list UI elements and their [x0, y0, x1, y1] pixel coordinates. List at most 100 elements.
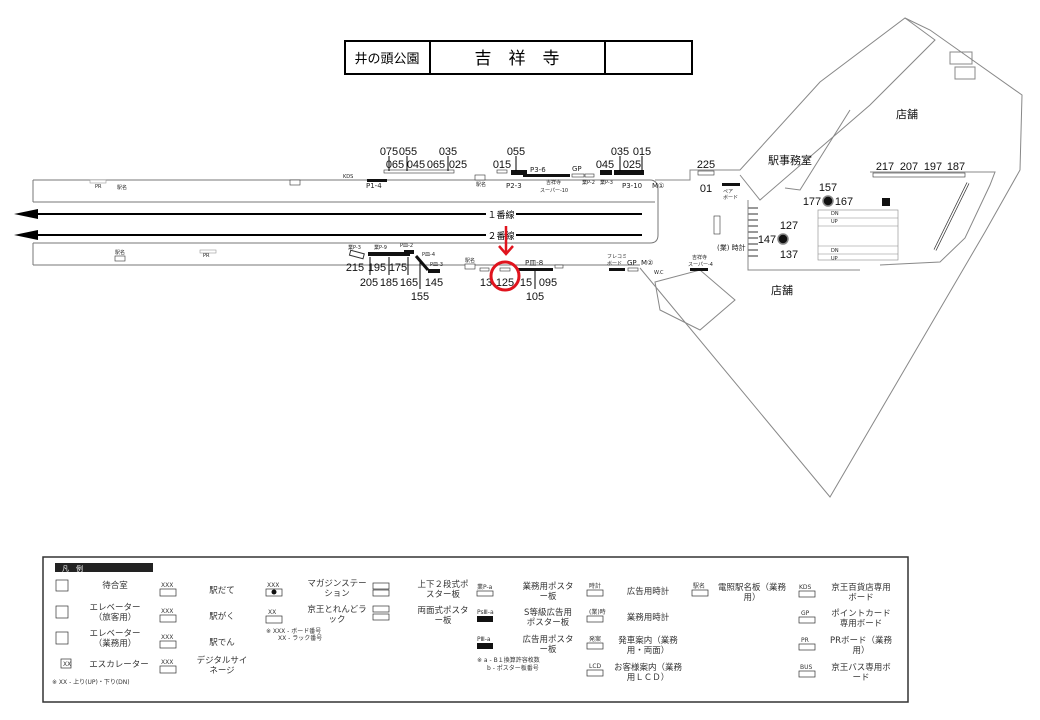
platforms — [32, 179, 659, 266]
legend-note: b - ポスター板番号 — [487, 664, 539, 672]
board-number: 025 — [449, 159, 467, 171]
concourse-outline — [639, 17, 1023, 498]
legend-label: マガジンステーション — [307, 579, 367, 599]
shop-label: 店舗 — [771, 283, 793, 297]
track-2-label: ２番線 — [487, 230, 514, 242]
legend-code: PsⅢ-a — [477, 609, 494, 616]
board-number: 155 — [411, 291, 429, 303]
arrow-left-icon — [14, 209, 38, 219]
legend-code: 発案 — [589, 635, 601, 643]
stairs — [748, 207, 758, 257]
board-label: M① — [652, 182, 664, 190]
board-number: 055 — [507, 146, 525, 158]
red-circle — [489, 260, 521, 292]
board-label: 業P-9 — [374, 244, 387, 251]
board-number: 015 — [493, 159, 511, 171]
legend-code: PⅢ-a — [477, 636, 491, 643]
legend-label: エスカレーター — [89, 660, 149, 670]
legend-code: XX — [63, 661, 71, 668]
board-label: 吉祥寺 — [546, 179, 561, 186]
legend-code: KDS — [799, 584, 812, 591]
board-number: 195 — [368, 262, 386, 274]
legend-code: XXX — [161, 608, 173, 615]
legend-label: デジタルサイネージ — [196, 656, 248, 676]
board-number: 197 — [924, 161, 942, 173]
legend-label: 京王バス専用ボード — [831, 663, 891, 683]
board-number: 15 — [520, 277, 532, 289]
board-label: P皿-4 — [422, 252, 435, 258]
highlight-marker — [489, 226, 521, 292]
legend-label: PRボード（業務用） — [829, 636, 893, 656]
legend-note: XX - ラック番号 — [278, 635, 322, 642]
board-number-highlighted: 125 — [496, 277, 514, 289]
board-label: PR — [95, 184, 102, 190]
board-label: スーパー-4 — [688, 262, 713, 268]
board-number: 065 — [427, 159, 445, 171]
board-number: 065 — [386, 159, 404, 171]
legend-note: ※ XX - 上り(UP)・下り(DN) — [52, 678, 130, 686]
concourse-items: 225 01 217 207 197 187 157 177 167 127 1… — [654, 107, 970, 297]
board-number: 187 — [947, 161, 965, 173]
board-number: 045 — [407, 159, 425, 171]
board-label: 駅名 — [115, 249, 125, 256]
board-label: P皿-3 — [430, 262, 443, 268]
escalator-dn: DN — [831, 248, 839, 254]
legend-label: 発車案内（業務用・両面） — [618, 636, 678, 656]
legend-label: 駅でん — [209, 638, 235, 648]
legend-label: 京王とれんどラック — [307, 605, 367, 625]
legend-label: 駅だて — [209, 586, 235, 596]
board-label: P3-6 — [530, 166, 546, 174]
legend-code: GP — [801, 610, 810, 617]
board-label: M② — [641, 259, 653, 267]
pillar-icon — [777, 233, 789, 245]
board-label: 業P-3 — [600, 179, 613, 186]
board-number: 105 — [526, 291, 544, 303]
prev-station-label: 井の頭公園 — [354, 52, 419, 67]
board-label: ペア — [723, 189, 733, 195]
board-label: P1-4 — [366, 182, 382, 190]
legend-label: 駅がく — [209, 612, 235, 622]
legend-note: ※ a - B１換算許容枚数 — [477, 656, 540, 664]
board-number: 225 — [697, 159, 715, 171]
track-1: １番線 — [14, 208, 642, 221]
board-label: ボード — [723, 194, 738, 201]
board-number: 127 — [780, 220, 798, 232]
board-number: 055 — [399, 146, 417, 158]
wc-label: W.C — [654, 270, 664, 276]
legend-label: 業務用ポスター板 — [522, 582, 574, 602]
legend-title: 凡 例 — [62, 564, 83, 573]
legend-code: XXX — [161, 634, 173, 641]
board-number: 147 — [758, 234, 776, 246]
legend-label: 電照駅名板（業務用） — [717, 583, 786, 603]
board-number: 165 — [400, 277, 418, 289]
track-2: ２番線 — [14, 229, 642, 242]
legend-label: 両面式ポスター板 — [417, 606, 469, 626]
legend-label: ポイントカード専用ボード — [831, 609, 891, 629]
board-label: GP — [572, 165, 582, 173]
board-number: 145 — [425, 277, 443, 289]
board-label: 業P-3 — [348, 244, 361, 251]
board-number: 01 — [700, 183, 712, 195]
legend-label: エレベーター（業務用） — [89, 629, 141, 649]
legend-code: 駅名 — [693, 582, 705, 590]
board-number: 175 — [389, 262, 407, 274]
board-label: 駅名 — [117, 184, 127, 191]
board-label: ボード — [607, 260, 622, 267]
board-number: 075 — [380, 146, 398, 158]
board-number: 045 — [596, 159, 614, 171]
legend-label: 待合室 — [102, 581, 128, 591]
legend-label: お客様案内（業務用ＬＣＤ） — [613, 663, 682, 683]
board-number: 095 — [539, 277, 557, 289]
board-label: 駅名 — [465, 257, 475, 264]
board-label: PR — [203, 253, 210, 259]
legend-label: 広告用時計 — [626, 587, 670, 597]
track-1-label: １番線 — [487, 209, 514, 221]
legend-label: 広告用ポスター板 — [522, 635, 574, 655]
board-number: 167 — [835, 196, 853, 208]
legend-note: ※ XXX - ボード番号 — [266, 627, 321, 635]
board-label: P皿-8 — [525, 259, 543, 267]
legend: 凡 例 XX ※ XX - 上り(UP)・下り(DN) XXX XXX XXX … — [42, 556, 909, 703]
board-label: 駅名 — [476, 181, 486, 188]
legend-label: 上下２段式ポスター板 — [417, 580, 469, 600]
